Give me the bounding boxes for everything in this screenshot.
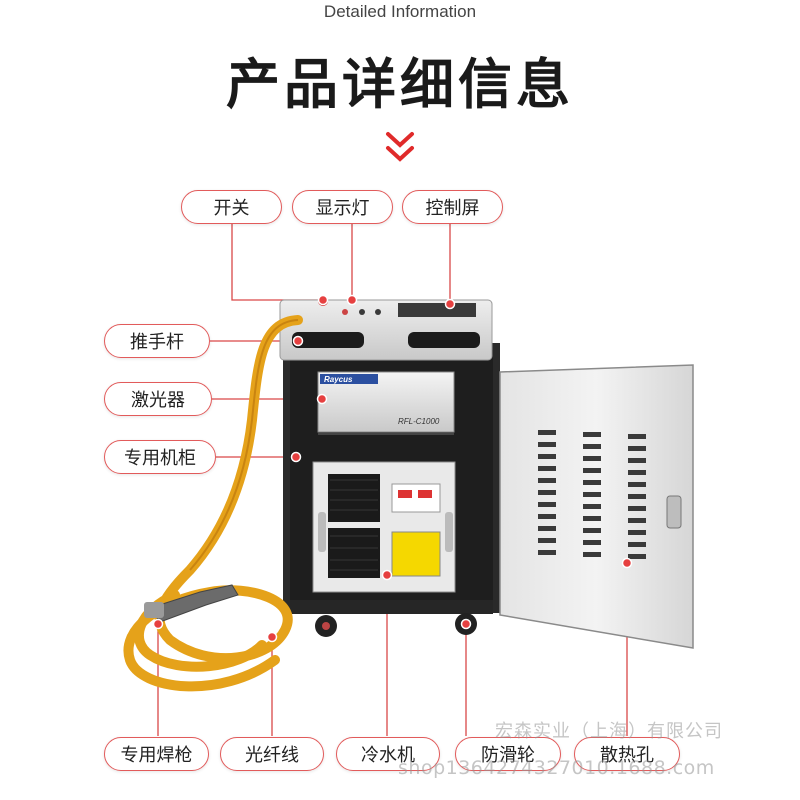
laser-model: RFL-C1000: [398, 417, 440, 426]
label-vent-holes: 散热孔: [574, 737, 680, 771]
label-welding-gun: 专用焊枪: [104, 737, 209, 771]
label-switch: 开关: [181, 190, 282, 224]
label-laser: 激光器: [104, 382, 212, 416]
label-optical-fiber: 光纤线: [220, 737, 324, 771]
label-control-screen: 控制屏: [402, 190, 503, 224]
label-push-handle: 推手杆: [104, 324, 210, 358]
label-indicator-light: 显示灯: [292, 190, 393, 224]
watermark-company: 宏森实业（上海）有限公司: [495, 721, 723, 742]
chevron-down-icon: [386, 132, 414, 162]
watermark-shop-url: shop1364274327010.1688.com: [398, 757, 715, 779]
label-cabinet: 专用机柜: [104, 440, 216, 474]
page-title: 产品详细信息: [226, 53, 574, 116]
label-chiller: 冷水机: [336, 737, 440, 771]
subtitle: Detailed Information: [323, 2, 477, 21]
laser-brand: Raycus: [324, 375, 353, 384]
label-antislip-wheel: 防滑轮: [455, 737, 561, 771]
